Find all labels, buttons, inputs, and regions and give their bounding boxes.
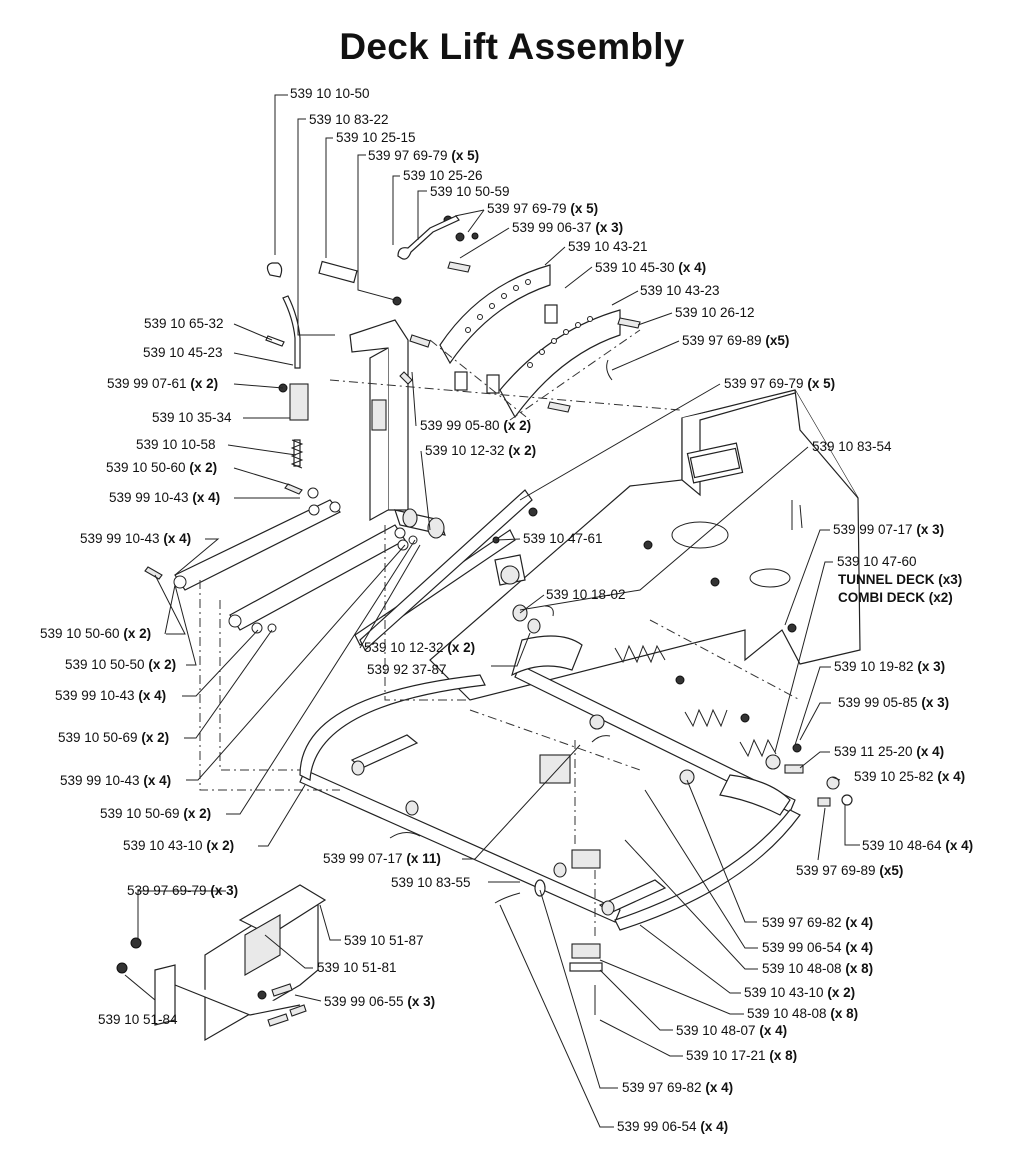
callout-c50: 539 99 06-54 (x 4) — [762, 940, 873, 955]
callout-c47: 539 97 69-79 (x 3) — [127, 883, 238, 898]
lower-lift-shaft — [299, 674, 801, 1015]
quadrant-plates — [439, 264, 621, 419]
callout-c59: 539 97 69-82 (x 4) — [622, 1080, 733, 1095]
callout-c07: 539 97 69-79 (x 5) — [487, 201, 598, 216]
callout-c31: 539 10 12-32 (x 2) — [364, 640, 475, 655]
callout-c33: 539 92 37-87 — [367, 662, 447, 677]
callout-c16: 539 99 07-61 (x 2) — [107, 376, 218, 391]
callout-c23: 539 10 50-60 (x 2) — [106, 460, 217, 475]
center-lines — [199, 329, 801, 940]
callout-c54: 539 10 43-10 (x 2) — [744, 985, 855, 1000]
callout-c12: 539 10 26-12 — [675, 305, 755, 320]
callout-c40: 539 10 25-82 (x 4) — [854, 769, 965, 784]
callout-c18: 539 99 05-80 (x 2) — [420, 418, 531, 433]
combi-deck-note: COMBI DECK (x2) — [838, 590, 953, 605]
callout-c21: 539 10 12-32 (x 2) — [425, 443, 536, 458]
callout-c19: 539 97 69-79 (x 5) — [724, 376, 835, 391]
callout-c14: 539 10 65-32 — [144, 316, 224, 331]
callout-c05: 539 10 25-26 — [403, 168, 483, 183]
callout-c10: 539 10 45-30 (x 4) — [595, 260, 706, 275]
callout-c22: 539 10 83-54 — [812, 439, 892, 454]
callout-c42: 539 10 43-10 (x 2) — [123, 838, 234, 853]
callout-c60: 539 99 06-54 (x 4) — [617, 1119, 728, 1134]
pivot-shaft — [394, 508, 446, 539]
rear-link-bar — [354, 489, 533, 651]
callout-c02: 539 10 83-22 — [309, 112, 389, 127]
callout-c04: 539 97 69-79 (x 5) — [368, 148, 479, 163]
bottom-bracket-assembly — [116, 884, 327, 1042]
callout-c15: 539 10 45-23 — [143, 345, 223, 360]
callout-c56: 539 10 48-08 (x 8) — [747, 1006, 858, 1021]
callout-c38: 539 11 25-20 (x 4) — [834, 744, 944, 759]
callout-c32: 539 10 50-50 (x 2) — [65, 657, 176, 672]
callout-c41: 539 10 50-69 (x 2) — [100, 806, 211, 821]
callout-c01: 539 10 10-50 — [290, 86, 370, 101]
callout-c43: 539 10 48-64 (x 4) — [862, 838, 973, 853]
tunnel-deck-note: TUNNEL DECK (x3) — [838, 572, 962, 587]
callout-c57: 539 10 48-07 (x 4) — [676, 1023, 787, 1038]
callout-c26: 539 99 10-43 (x 4) — [80, 531, 191, 546]
page-title: Deck Lift Assembly — [339, 26, 685, 67]
callout-c24: 539 99 10-43 (x 4) — [109, 490, 220, 505]
small-hardware — [144, 215, 797, 904]
left-lift-arms — [173, 499, 406, 631]
callout-c35: 539 99 10-43 (x 4) — [55, 688, 166, 703]
callout-c36: 539 99 05-85 (x 3) — [838, 695, 949, 710]
callout-c09: 539 10 43-21 — [568, 239, 648, 254]
main-lift-shaft — [511, 635, 853, 816]
callout-c13: 539 97 69-89 (x5) — [682, 333, 789, 348]
handle-bar — [266, 262, 309, 469]
callout-c58: 539 10 17-21 (x 8) — [686, 1048, 797, 1063]
callout-c39: 539 99 10-43 (x 4) — [60, 773, 171, 788]
callout-c37: 539 10 50-69 (x 2) — [58, 730, 169, 745]
callout-c30: 539 10 50-60 (x 2) — [40, 626, 151, 641]
lift-lever-post — [318, 260, 409, 522]
callout-c08: 539 99 06-37 (x 3) — [512, 220, 623, 235]
callout-c11: 539 10 43-23 — [640, 283, 720, 298]
callout-c45: 539 97 69-89 (x5) — [796, 863, 903, 878]
deck-lift-bracket — [494, 554, 526, 586]
callout-c51: 539 10 51-81 — [317, 960, 397, 975]
leader-lines — [124, 94, 860, 1128]
callout-c28: 539 10 47-60 — [837, 554, 917, 569]
callout-c20: 539 10 10-58 — [136, 437, 216, 452]
callout-c17: 539 10 35-34 — [152, 410, 232, 425]
callout-c06: 539 10 50-59 — [430, 184, 510, 199]
callout-c34: 539 10 19-82 (x 3) — [834, 659, 945, 674]
callout-c53: 539 99 06-55 (x 3) — [324, 994, 435, 1009]
callout-c25: 539 99 07-17 (x 3) — [833, 522, 944, 537]
callout-c46: 539 10 83-55 — [391, 875, 471, 890]
parts-drawing — [116, 215, 861, 1042]
callout-c03: 539 10 25-15 — [336, 130, 416, 145]
callout-c49: 539 10 51-87 — [344, 933, 424, 948]
part-callouts: 539 10 10-50 539 10 83-22 539 10 25-15 5… — [40, 86, 973, 1134]
callout-c48: 539 97 69-82 (x 4) — [762, 915, 873, 930]
callout-c44: 539 99 07-17 (x 11) — [323, 851, 441, 866]
callout-c55: 539 10 51-84 — [98, 1012, 178, 1027]
callout-c27: 539 10 47-61 — [523, 531, 603, 546]
callout-c29: 539 10 18-02 — [546, 587, 626, 602]
callout-c52: 539 10 48-08 (x 8) — [762, 961, 873, 976]
